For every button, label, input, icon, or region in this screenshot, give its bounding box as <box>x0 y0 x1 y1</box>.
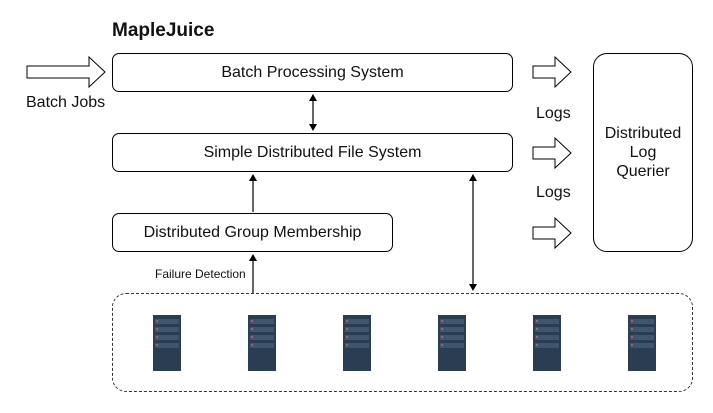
batch-processing-label: Batch Processing System <box>221 63 404 81</box>
batch-jobs-arrow-icon <box>26 55 106 89</box>
diagram-title: MapleJuice <box>112 20 215 41</box>
querier-line-2: Log <box>629 144 657 161</box>
batch-jobs-label: Batch Jobs <box>26 94 106 111</box>
logs-arrow-icon-3 <box>532 216 572 250</box>
logs-arrow-icon-1 <box>532 55 572 89</box>
group-membership-label: Distributed Group Membership <box>143 223 362 241</box>
logs-arrow-icon-2 <box>532 136 572 170</box>
logs-label-2: Logs <box>536 184 571 201</box>
querier-line-3: Querier <box>616 163 670 180</box>
sdfs-box: Simple Distributed File System <box>112 133 513 172</box>
server-icon <box>153 315 181 371</box>
server-icon <box>343 315 371 371</box>
server-icon <box>628 315 656 371</box>
sdfs-label: Simple Distributed File System <box>203 143 422 161</box>
failure-detection-label: Failure Detection <box>155 267 246 281</box>
server-icon <box>438 315 466 371</box>
batch-processing-box: Batch Processing System <box>112 53 513 92</box>
log-querier-box: Distributed Log Querier <box>593 53 693 252</box>
querier-line-1: Distributed <box>604 125 682 142</box>
server-icon <box>533 315 561 371</box>
server-icon <box>248 315 276 371</box>
logs-label-1: Logs <box>536 105 571 122</box>
group-membership-box: Distributed Group Membership <box>112 213 393 252</box>
server-cluster <box>112 293 693 392</box>
